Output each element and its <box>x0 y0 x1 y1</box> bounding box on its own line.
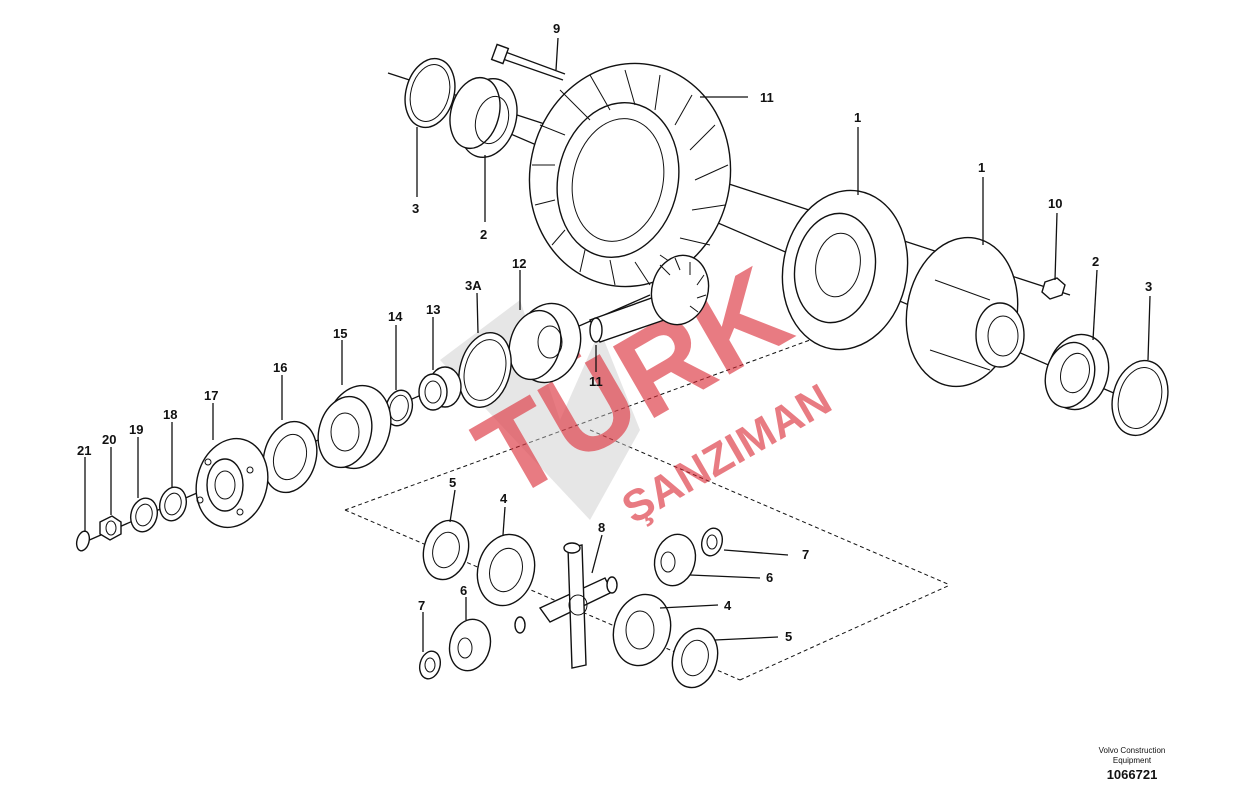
callout-4-right: 4 <box>724 598 732 613</box>
callout-10: 10 <box>1048 196 1062 211</box>
callout-12: 12 <box>512 256 526 271</box>
leader-lines <box>84 37 1151 652</box>
callout-5-right: 5 <box>785 629 792 644</box>
callout-16: 16 <box>273 360 287 375</box>
callout-11-pinion: 11 <box>589 374 603 389</box>
callout-19: 19 <box>129 422 143 437</box>
pinion-6-lower <box>448 618 492 672</box>
spider-8 <box>514 542 618 669</box>
callout-14: 14 <box>388 309 403 324</box>
spacer-13 <box>418 366 462 411</box>
callout-6-right: 6 <box>766 570 773 585</box>
callout-1-left: 1 <box>854 110 861 125</box>
callout-3-left: 3 <box>412 201 419 216</box>
callout-7-right: 7 <box>802 547 809 562</box>
callout-15: 15 <box>333 326 347 341</box>
washer-5-left <box>422 519 470 581</box>
callout-2-left: 2 <box>480 227 487 242</box>
side-gear-4-left <box>476 533 536 607</box>
housing-1-right <box>905 236 1025 388</box>
pinion-assembly <box>75 254 710 552</box>
callout-7-left: 7 <box>418 598 425 613</box>
housing-1-left <box>781 189 909 351</box>
callout-4-left: 4 <box>500 491 508 506</box>
pinion-6-upper <box>653 533 697 587</box>
bearing-15 <box>317 384 392 470</box>
callout-8: 8 <box>598 520 605 535</box>
company-line-1: Volvo Construction <box>1098 746 1166 755</box>
seal-16 <box>262 420 318 494</box>
washer-7-lower <box>418 650 442 680</box>
bearing-2-right <box>1044 333 1110 411</box>
nut-20 <box>99 515 122 541</box>
lock-19 <box>129 497 159 533</box>
pinion-11 <box>589 254 710 343</box>
callout-21: 21 <box>77 443 91 458</box>
nut-10 <box>1041 277 1066 300</box>
company-line-2: Equipment <box>1112 756 1152 765</box>
callout-17: 17 <box>204 388 218 403</box>
callout-5-left: 5 <box>449 475 456 490</box>
bolt-9 <box>490 43 566 81</box>
ring-3-right <box>1111 359 1169 437</box>
callout-9: 9 <box>553 21 560 36</box>
callout-labels: 9 11 1 1 10 2 3 3 2 12 3A 11 13 14 15 16… <box>77 21 1152 644</box>
ring-gear-11 <box>528 62 732 288</box>
callout-6-left: 6 <box>460 583 467 598</box>
callout-3-right: 3 <box>1145 279 1152 294</box>
flange-17 <box>195 437 269 529</box>
bearing-2-top <box>449 76 518 159</box>
figure-credit: Volvo Construction Equipment 1066721 <box>1080 746 1184 784</box>
washer-7-upper <box>700 527 724 557</box>
figure-number: 1066721 <box>1106 767 1158 782</box>
callout-1-right: 1 <box>978 160 985 175</box>
callout-20: 20 <box>102 432 116 447</box>
side-gear-4-right <box>612 593 672 667</box>
callout-2-right: 2 <box>1092 254 1099 269</box>
upper-assembly <box>404 43 1169 437</box>
differential-gears <box>418 519 724 689</box>
callout-3A: 3A <box>465 278 482 293</box>
callout-11-gear: 11 <box>760 90 774 105</box>
callout-13: 13 <box>426 302 440 317</box>
callout-18: 18 <box>163 407 177 422</box>
washer-18 <box>158 486 188 522</box>
clip-21 <box>75 530 91 552</box>
washer-5-right <box>671 627 719 689</box>
bearing-12 <box>508 302 582 384</box>
